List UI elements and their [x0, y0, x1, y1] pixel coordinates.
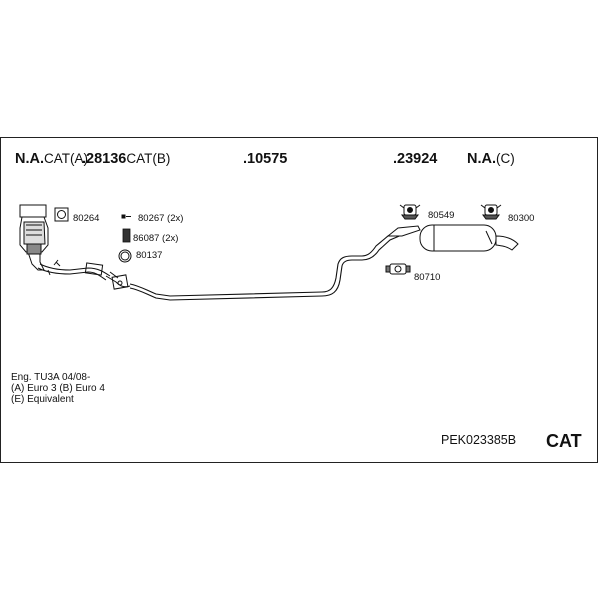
label-80264: 80264	[73, 213, 100, 224]
label-80549: 80549	[428, 210, 455, 221]
label-80137: 80137	[136, 250, 163, 261]
clamp-icon	[385, 263, 411, 275]
part-23924: .23924	[393, 151, 438, 167]
label-86087: 86087 (2x)	[133, 233, 179, 244]
diagram-code: PEK023385B	[441, 433, 517, 447]
label-80710: 80710	[414, 272, 441, 283]
part-na-cat-a: N.A.CAT(A)	[15, 151, 88, 167]
rear-muffler-icon	[386, 224, 519, 252]
label-80300: 80300	[508, 213, 535, 224]
note-equivalent: (E) Equivalent	[11, 394, 74, 405]
bolt-icon	[121, 214, 131, 219]
exhaust-pipe-icon	[37, 259, 131, 290]
gasket-square-icon	[54, 207, 69, 222]
diagram-frame	[0, 137, 598, 463]
rubber-hanger-icon	[399, 204, 421, 220]
exhaust-pipe-icon	[129, 233, 405, 301]
part-na-c: N.A.(C)	[467, 151, 515, 167]
exhaust-pipe-icon	[129, 229, 403, 297]
rubber-hanger-icon	[480, 204, 502, 220]
catalytic-converter-icon	[19, 204, 49, 271]
note-euro: (A) Euro 3 (B) Euro 4	[11, 383, 105, 394]
label-80267: 80267 (2x)	[138, 213, 184, 224]
part-28136-cat-b: .28136CAT(B)	[82, 151, 171, 167]
category-label: CAT	[546, 431, 582, 451]
note-engine: Eng. TU3A 04/08-	[11, 372, 91, 383]
ring-gasket-icon	[118, 249, 132, 263]
spring-icon	[122, 228, 131, 243]
part-10575: .10575	[243, 151, 288, 167]
